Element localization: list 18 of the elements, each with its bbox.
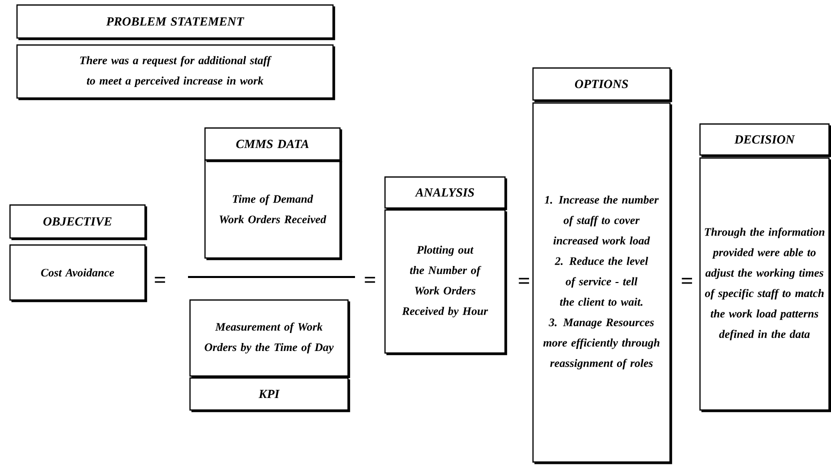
- equals-sign: =: [364, 276, 376, 283]
- heading-box: CMMS DATA: [204, 127, 342, 162]
- heading-box: ANALYSIS: [384, 176, 508, 210]
- text-box: Time of Demand Work Orders Received: [204, 159, 342, 260]
- text-box: Through the information provided were able to adjust the working times of specific staff to match the work load patterns defined in the data: [699, 157, 831, 412]
- equals-sign: =: [518, 278, 530, 284]
- heading-box: PROBLEM STATEMENT: [16, 4, 336, 40]
- text-box: 1. Increase the number of staff to cover increased work load 2. Reduce the level of service - tell the client to wait. 3. Manage Resources more efficiently through reassignment of roles: [532, 102, 672, 464]
- heading-box: OPTIONS: [532, 67, 672, 102]
- text-box: Cost Avoidance: [9, 244, 148, 302]
- heading-box: KPI: [189, 377, 350, 412]
- equals-sign: =: [682, 278, 692, 284]
- text-box: Plotting out the Number of Work Orders Received by Hour: [384, 209, 508, 356]
- heading-box: DECISION: [699, 123, 831, 158]
- text-box: Measurement of Work Orders by the Time of Day: [189, 299, 350, 378]
- heading-box: OBJECTIVE: [9, 204, 148, 240]
- text-box: There was a request for additional staff to meet a perceived increase in work: [16, 44, 336, 100]
- equals-sign: =: [154, 276, 166, 283]
